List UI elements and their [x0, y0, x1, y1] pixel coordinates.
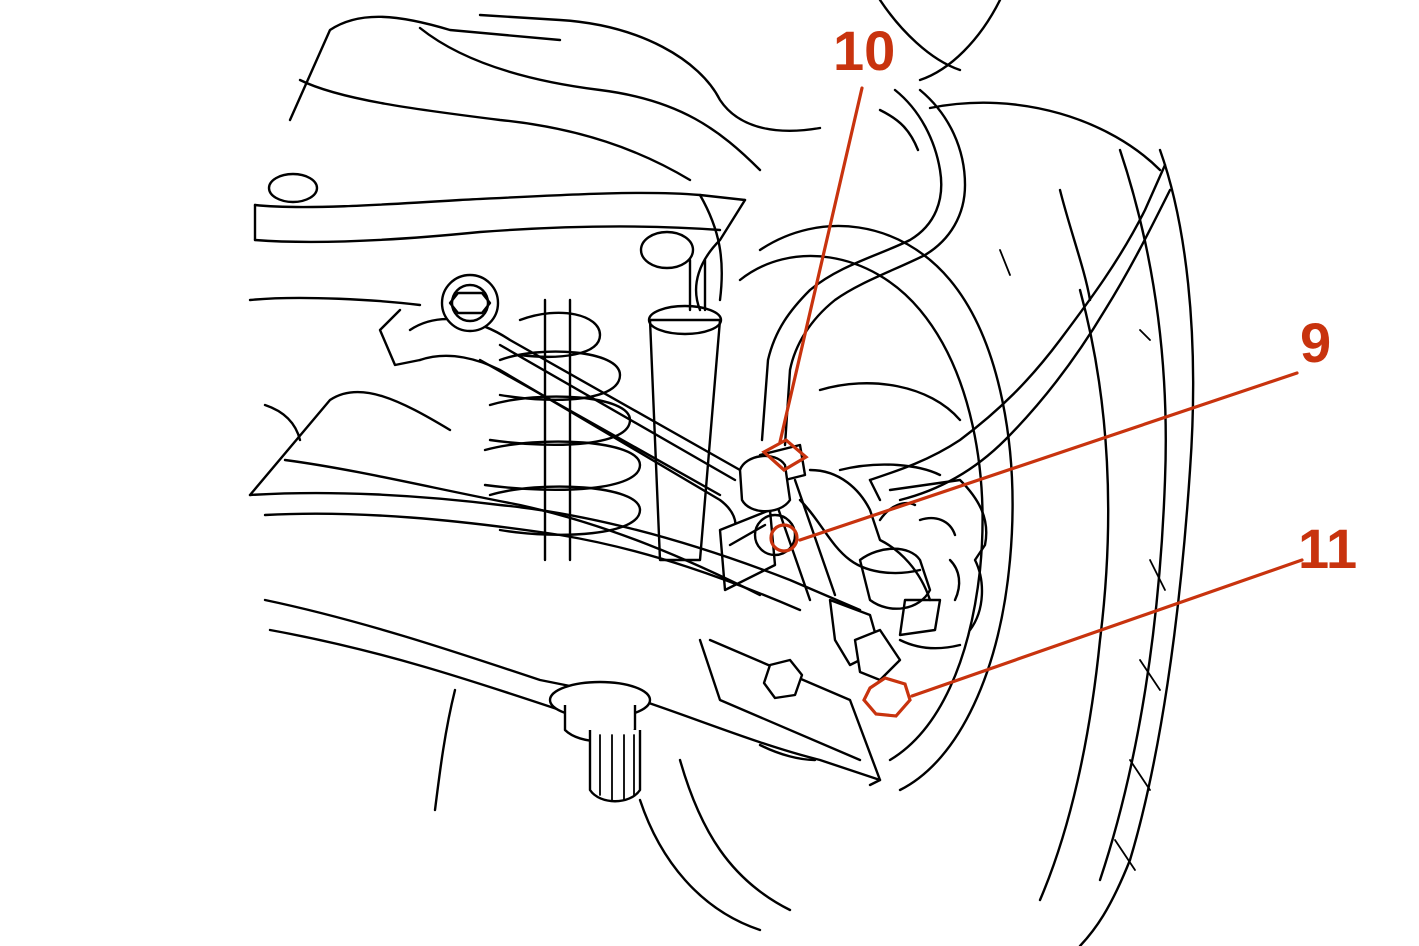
callout-9-leader: [798, 371, 1299, 542]
subframe: [253, 0, 1002, 312]
upper-arm: [868, 163, 1172, 502]
lower-arm: [248, 296, 882, 812]
callout-9-label: 9: [1300, 311, 1331, 374]
callout-10-leader: [778, 86, 864, 444]
callout-10-label: 10: [833, 19, 895, 82]
lateral-link: [378, 273, 777, 592]
tire-and-wheel: [638, 101, 1195, 946]
callout-11-leader: [910, 558, 1304, 698]
stabilizer-bar: [760, 88, 967, 447]
knuckle-and-caliper: [798, 463, 988, 650]
coil-spring: [483, 298, 642, 562]
shock-absorber: [647, 258, 723, 562]
callout-9: 9: [769, 311, 1331, 553]
callout-9-marker: [769, 523, 799, 553]
stabilizer-link: [738, 443, 902, 682]
callout-11-marker: [862, 676, 912, 718]
callout-10-marker: [761, 438, 809, 472]
callout-11: 11: [862, 517, 1357, 718]
callout-11-label: 11: [1298, 517, 1357, 580]
callout-10: 10: [761, 19, 895, 472]
